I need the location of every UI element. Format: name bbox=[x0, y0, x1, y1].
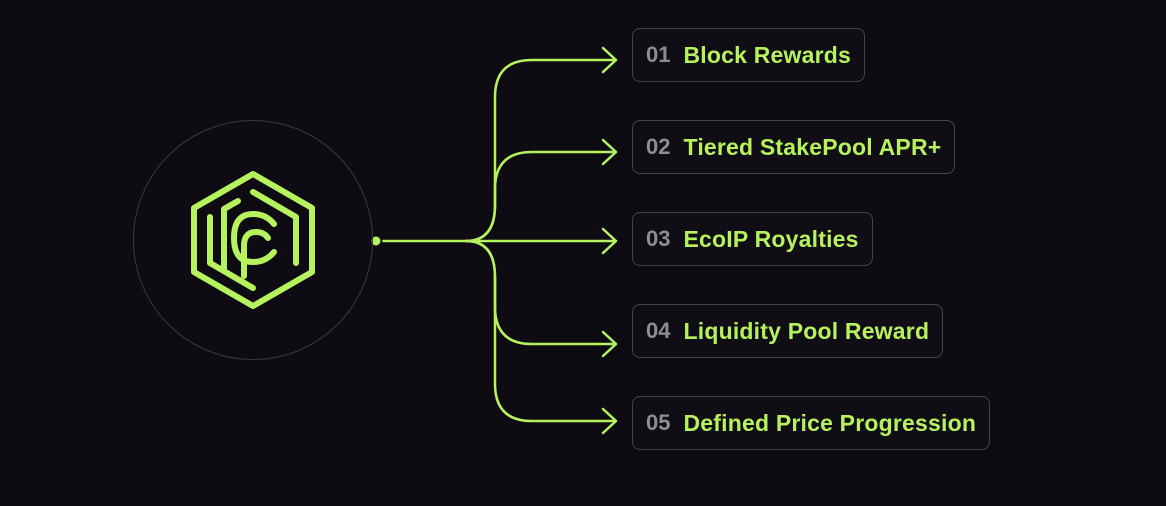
branch-line-2 bbox=[464, 150, 618, 243]
reward-item-5: 05 Defined Price Progression bbox=[632, 396, 991, 450]
reward-label: Block Rewards bbox=[683, 41, 851, 68]
reward-label: Tiered StakePool APR+ bbox=[683, 133, 942, 160]
arrowhead-5 bbox=[601, 407, 618, 435]
reward-item-4: 04 Liquidity Pool Reward bbox=[632, 304, 944, 358]
reward-item-3: 03 EcoIP Royalties bbox=[632, 212, 873, 266]
reward-item-1: 01 Block Rewards bbox=[632, 28, 865, 82]
reward-item-2: 02 Tiered StakePool APR+ bbox=[632, 120, 956, 174]
logo-circle bbox=[133, 120, 373, 360]
reward-label: Defined Price Progression bbox=[683, 409, 977, 436]
reward-number: 03 bbox=[646, 226, 671, 251]
branch-line-5 bbox=[464, 239, 618, 423]
reward-number: 02 bbox=[646, 134, 671, 159]
reward-number: 04 bbox=[646, 318, 671, 343]
branch-line-1 bbox=[464, 58, 618, 243]
arrowhead-2 bbox=[601, 138, 618, 166]
hexagon-c-logo-icon bbox=[191, 171, 315, 309]
arrowhead-1 bbox=[601, 46, 618, 74]
reward-label: Liquidity Pool Reward bbox=[683, 317, 930, 344]
reward-label: EcoIP Royalties bbox=[683, 225, 859, 252]
arrowhead-4 bbox=[601, 330, 618, 358]
arrowhead-3 bbox=[601, 227, 618, 255]
reward-number: 01 bbox=[646, 42, 671, 67]
branch-line-4 bbox=[464, 239, 618, 346]
reward-number: 05 bbox=[646, 410, 671, 435]
